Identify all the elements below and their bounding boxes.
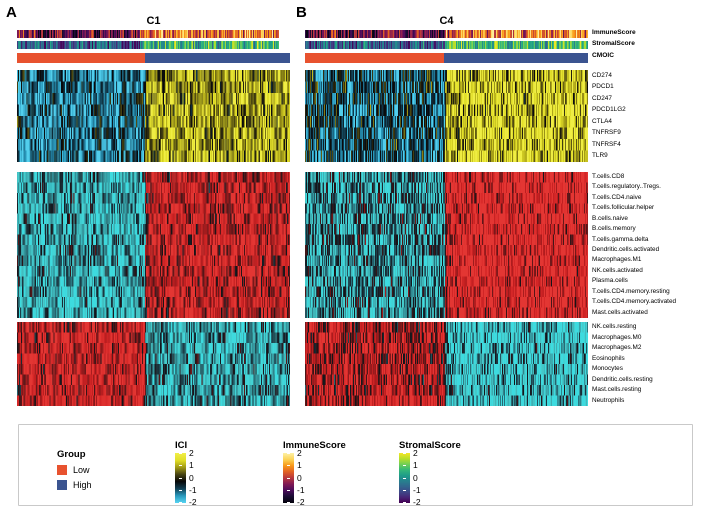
panel-letter-a: A: [6, 4, 17, 21]
legend-panel: [18, 424, 693, 506]
colorbar-tick-mark: [287, 478, 290, 479]
colorbar-tick-label: 2: [413, 448, 418, 458]
row-label: CTLA4: [592, 117, 612, 125]
annotation-bar-stromalscore-a: [17, 41, 290, 49]
colorbar-tick-label: -2: [297, 497, 305, 507]
colorbar-tick-label: 1: [413, 460, 418, 471]
colorbar-tick-label: 1: [297, 460, 302, 471]
colorbar-tick-label: 1: [189, 460, 194, 471]
colorbar-tick-mark: [403, 453, 406, 454]
row-label: Plasma.cells: [592, 277, 628, 285]
colorbar-tick-label: 0: [413, 472, 418, 483]
colorbar-tick-mark: [179, 453, 182, 454]
colorbar-tick-mark: [403, 478, 406, 479]
colorbar-tick-label: -1: [189, 484, 197, 495]
legend-group-title: Group: [57, 449, 86, 460]
row-label: PDCD1: [592, 83, 614, 91]
colorbar-tick-label: 0: [189, 472, 194, 483]
colorbar-tick-label: -1: [413, 484, 421, 495]
row-label: TLR9: [592, 152, 608, 160]
row-label: Macrophages.M1: [592, 256, 642, 264]
annotation-bar-cmoic-b: [305, 53, 588, 63]
row-label: Macrophages.M0: [592, 333, 642, 341]
colorbar-tick-label: -2: [413, 497, 421, 507]
cmoic-segment-low: [17, 53, 145, 63]
row-label: NK.cells.activated: [592, 266, 643, 274]
cmoic-segment-high: [144, 53, 290, 63]
colorbar-tick-mark: [179, 502, 182, 503]
colorbar-tick-mark: [287, 453, 290, 454]
cluster-title-c4: C4: [439, 15, 454, 27]
row-label: Mast.cells.resting: [592, 386, 642, 394]
annotation-track-label: StromalScore: [592, 39, 635, 47]
row-label: T.cells.CD4.memory.activated: [592, 298, 677, 306]
row-label: B.cells.memory: [592, 225, 636, 233]
colorbar-tick-label: 0: [297, 472, 302, 483]
row-label: Monocytes: [592, 365, 623, 373]
heatmap-immune-cells-high-b: [305, 172, 588, 318]
row-label: TNFRSF9: [592, 129, 621, 137]
row-label: CD247: [592, 94, 612, 102]
row-label: TNFRSF4: [592, 140, 621, 148]
annotation-bar-immunescore-b: [305, 30, 588, 38]
colorbar-tick-label: 2: [297, 448, 302, 458]
row-label: Eosinophils: [592, 354, 625, 362]
annotation-track-label: ImmuneScore: [592, 28, 636, 36]
row-label: T.cells.gamma.delta: [592, 235, 649, 243]
colorbar-tick-mark: [403, 490, 406, 491]
row-label: T.cells.follicular.helper: [592, 204, 655, 212]
row-label: Dendritic.cells.resting: [592, 375, 653, 383]
row-label: NK.cells.resting: [592, 323, 637, 331]
cmoic-segment-high: [444, 53, 588, 63]
annotation-bar-stromalscore-b: [305, 41, 588, 49]
row-label: Mast.cells.activated: [592, 308, 648, 316]
colorbar-title-stromalscore: StromalScore: [399, 440, 461, 451]
row-label: T.cells.regulatory..Tregs.: [592, 183, 661, 191]
row-label: T.cells.CD4.memory.resting: [592, 287, 670, 295]
row-label: CD274: [592, 71, 612, 79]
colorbar-tick-label: 2: [189, 448, 194, 458]
cmoic-segment-low: [305, 53, 445, 63]
legend-label-low: Low: [73, 465, 90, 475]
annotation-track-label: CMOIC: [592, 51, 614, 59]
heatmap-immune-cells-low-a: [17, 322, 290, 406]
legend-swatch-low: [57, 465, 67, 475]
colorbar-tick-mark: [403, 465, 406, 466]
colorbar-tick-mark: [179, 465, 182, 466]
colorbar-tick-mark: [287, 490, 290, 491]
cluster-title-c1: C1: [146, 15, 161, 27]
legend-label-high: High: [73, 480, 92, 490]
annotation-bar-immunescore-a: [17, 30, 290, 38]
colorbar-title-ici: ICI: [175, 440, 188, 451]
row-label: T.cells.CD8: [592, 173, 625, 180]
colorbar-tick-mark: [287, 502, 290, 503]
heatmap-immune-cells-low-b: [305, 322, 588, 406]
legend-swatch-high: [57, 480, 67, 490]
row-label: PDCD1LG2: [592, 106, 626, 114]
panel-letter-b: B: [296, 4, 307, 21]
heatmap-ici-genes-b: [305, 70, 588, 162]
colorbar-title-immunescore: ImmuneScore: [283, 440, 346, 451]
colorbar-tick-label: -1: [297, 484, 305, 495]
row-label: B.cells.naive: [592, 214, 628, 222]
colorbar-tick-mark: [403, 502, 406, 503]
colorbar-tick-label: -2: [189, 497, 197, 507]
row-label: Dendritic.cells.activated: [592, 246, 660, 253]
row-label: T.cells.CD4.naive: [592, 193, 642, 201]
colorbar-tick-mark: [287, 465, 290, 466]
colorbar-tick-mark: [179, 478, 182, 479]
colorbar-tick-mark: [179, 490, 182, 491]
heatmap-ici-genes-a: [17, 70, 290, 162]
row-label: Macrophages.M2: [592, 344, 642, 352]
annotation-bar-cmoic-a: [17, 53, 290, 63]
heatmap-immune-cells-high-a: [17, 172, 290, 318]
row-label: Neutrophils: [592, 396, 625, 404]
